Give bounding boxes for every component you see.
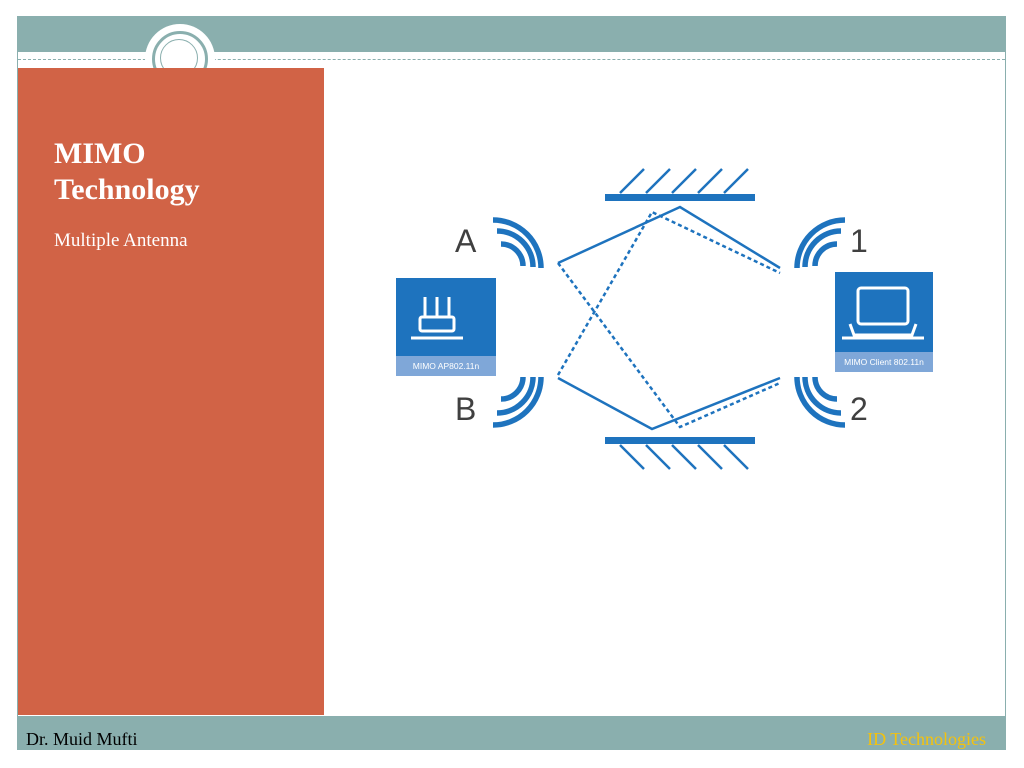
dashed-divider [18,59,1005,60]
path-b-to-2-solid [557,376,781,431]
footer-organization: ID Technologies [867,729,986,749]
mimo-diagram: A B 1 2 MIMO AP802.11n [396,168,933,470]
path-a-to-1-solid [557,205,781,270]
antenna-1-waves [794,217,846,269]
access-point-device: MIMO AP802.11n [396,278,496,376]
access-point-label: MIMO AP802.11n [413,361,480,371]
antenna-label-a: A [455,223,477,259]
footer-author: Dr. Muid Mufti [26,729,138,749]
antenna-a-waves [492,217,544,269]
antenna-label-b: B [455,391,476,427]
slide-title: MIMO Technology [54,137,200,206]
client-device: MIMO Client 802.11n [835,272,933,372]
path-a-to-2-dashed [556,262,781,429]
top-reflector [605,168,755,201]
antenna-b-waves [492,376,544,428]
antenna-2-waves [794,376,846,428]
title-panel [18,68,324,715]
antenna-label-1: 1 [850,223,868,259]
laptop-icon [842,286,924,340]
bottom-band [18,716,1005,750]
bottom-reflector [605,437,755,470]
signal-paths [556,205,781,431]
client-label: MIMO Client 802.11n [844,357,924,367]
router-icon [411,297,463,340]
path-b-to-1-dashed [556,210,781,376]
antenna-label-2: 2 [850,391,868,427]
slide-subtitle: Multiple Antenna [54,230,188,251]
